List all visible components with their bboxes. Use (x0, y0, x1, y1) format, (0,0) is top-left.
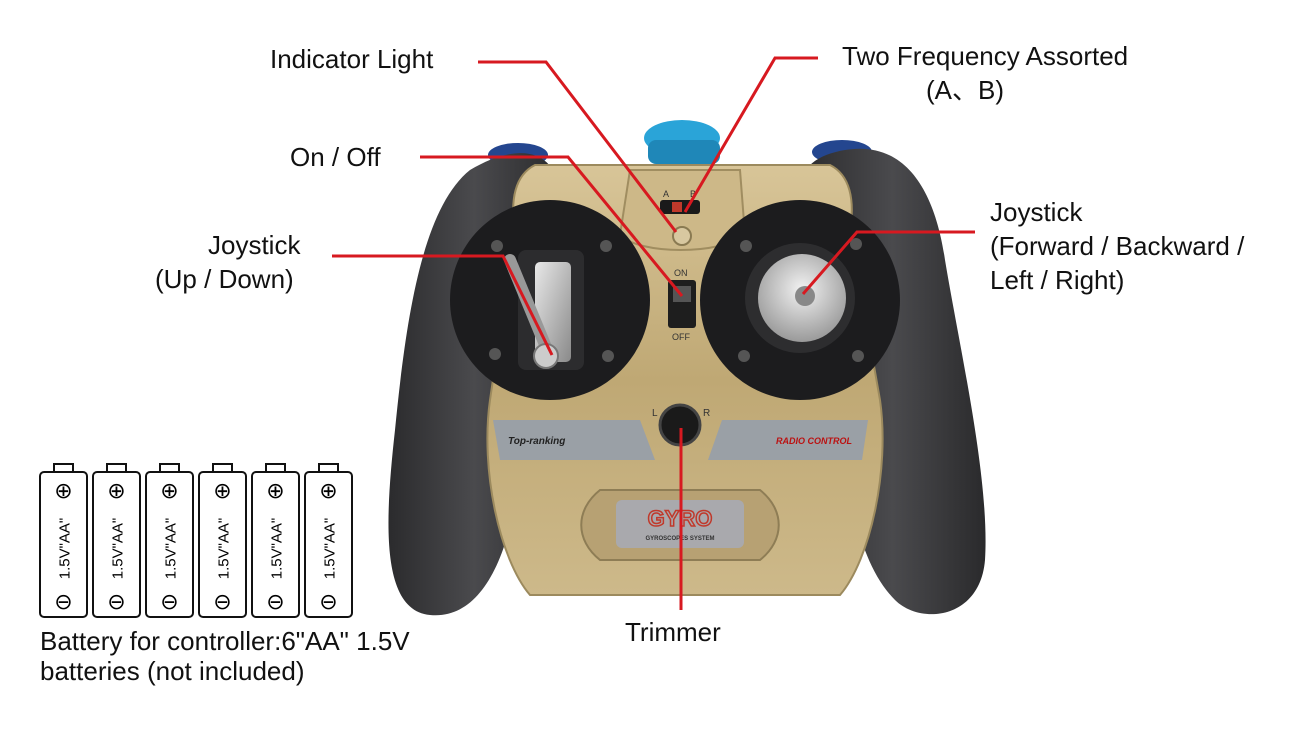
battery-body (92, 471, 141, 618)
battery-body (198, 471, 247, 618)
battery-plus-icon: ⊕ (319, 479, 337, 504)
screw (491, 240, 503, 252)
battery-cell: ⊕ 1.5V"AA" ⊖ (198, 463, 247, 618)
trim-l-label: L (652, 408, 658, 419)
brand-left: Top-ranking (508, 436, 565, 447)
battery-plus-icon: ⊕ (107, 479, 125, 504)
label-joystick-right-desc2: Left / Right) (990, 265, 1125, 295)
label-joystick-left-desc: (Up / Down) (155, 264, 294, 294)
battery-minus-icon: ⊖ (160, 590, 178, 615)
battery-cell: ⊕ 1.5V"AA" ⊖ (304, 463, 353, 618)
battery-plus-icon: ⊕ (54, 479, 72, 504)
battery-terminal (318, 463, 339, 473)
indicator-light (672, 226, 692, 246)
right-joystick-center (795, 286, 815, 306)
battery-cell: ⊕ 1.5V"AA" ⊖ (251, 463, 300, 618)
battery-terminal (106, 463, 127, 473)
label-trimmer: Trimmer (625, 617, 721, 647)
battery-caption-line2: batteries (not included) (40, 656, 305, 686)
antenna-base (648, 140, 720, 164)
label-joystick-left: Joystick (208, 230, 301, 260)
battery-minus-icon: ⊖ (213, 590, 231, 615)
screw (738, 350, 750, 362)
callout-lines (332, 56, 975, 610)
battery-plus-icon: ⊕ (266, 479, 284, 504)
label-joystick-right: Joystick (990, 197, 1083, 227)
left-joystick-knob (533, 343, 559, 369)
battery-caption: Battery for controller:6"AA" 1.5V batter… (40, 626, 410, 686)
screw (489, 348, 501, 360)
freq-label-b: B (690, 189, 696, 199)
label-on-off: On / Off (290, 142, 381, 172)
battery-label: 1.5V"AA" (110, 518, 127, 580)
screw (602, 350, 614, 362)
battery-label: 1.5V"AA" (216, 518, 233, 580)
trim-r-label: R (703, 408, 710, 419)
battery-plus-icon: ⊕ (213, 479, 231, 504)
battery-label: 1.5V"AA" (269, 518, 286, 580)
callout-on-off (420, 155, 684, 297)
switch-off-label: OFF (672, 332, 690, 342)
battery-body (304, 471, 353, 618)
battery-terminal (159, 463, 180, 473)
battery-label: 1.5V"AA" (322, 518, 339, 580)
brand-strip (493, 420, 655, 460)
label-two-frequency-ab: (A、B) (926, 75, 1005, 105)
freq-label-a: A (663, 189, 669, 199)
label-joystick-right-desc1: (Forward / Backward / (990, 231, 1245, 261)
battery-row: ⊕ 1.5V"AA" ⊖ ⊕ 1.5V"AA" ⊖ ⊕ 1.5V"AA" ⊖ ⊕ 1.5V"AA" ⊖… (39, 463, 353, 618)
battery-label: 1.5V"AA" (57, 518, 74, 580)
battery-caption-line1: Battery for controller:6"AA" 1.5V (40, 626, 410, 656)
battery-cell: ⊕ 1.5V"AA" ⊖ (39, 463, 88, 618)
screw (600, 240, 612, 252)
battery-body (39, 471, 88, 618)
battery-plus-icon: ⊕ (160, 479, 178, 504)
screw (852, 350, 864, 362)
screw (850, 238, 862, 250)
switch-on-label: ON (674, 268, 688, 278)
callout-frequency (683, 56, 818, 213)
callout-joystick-right (801, 230, 975, 295)
battery-minus-icon: ⊖ (319, 590, 337, 615)
battery-terminal (53, 463, 74, 473)
screw (740, 240, 752, 252)
battery-body (145, 471, 194, 618)
battery-terminal (265, 463, 286, 473)
battery-minus-icon: ⊖ (266, 590, 284, 615)
callout-indicator-light (478, 60, 678, 233)
battery-minus-icon: ⊖ (54, 590, 72, 615)
battery-cell: ⊕ 1.5V"AA" ⊖ (145, 463, 194, 618)
battery-minus-icon: ⊖ (107, 590, 125, 615)
battery-body (251, 471, 300, 618)
callout-joystick-left (332, 254, 554, 356)
brand-right: RADIO CONTROL (776, 436, 852, 446)
label-indicator-light: Indicator Light (270, 44, 434, 74)
battery-cell: ⊕ 1.5V"AA" ⊖ (92, 463, 141, 618)
brand-strip-right (708, 420, 868, 460)
frequency-switch-slider (672, 202, 682, 212)
label-two-frequency: Two Frequency Assorted (842, 41, 1129, 71)
battery-label: 1.5V"AA" (163, 518, 180, 580)
battery-terminal (212, 463, 233, 473)
